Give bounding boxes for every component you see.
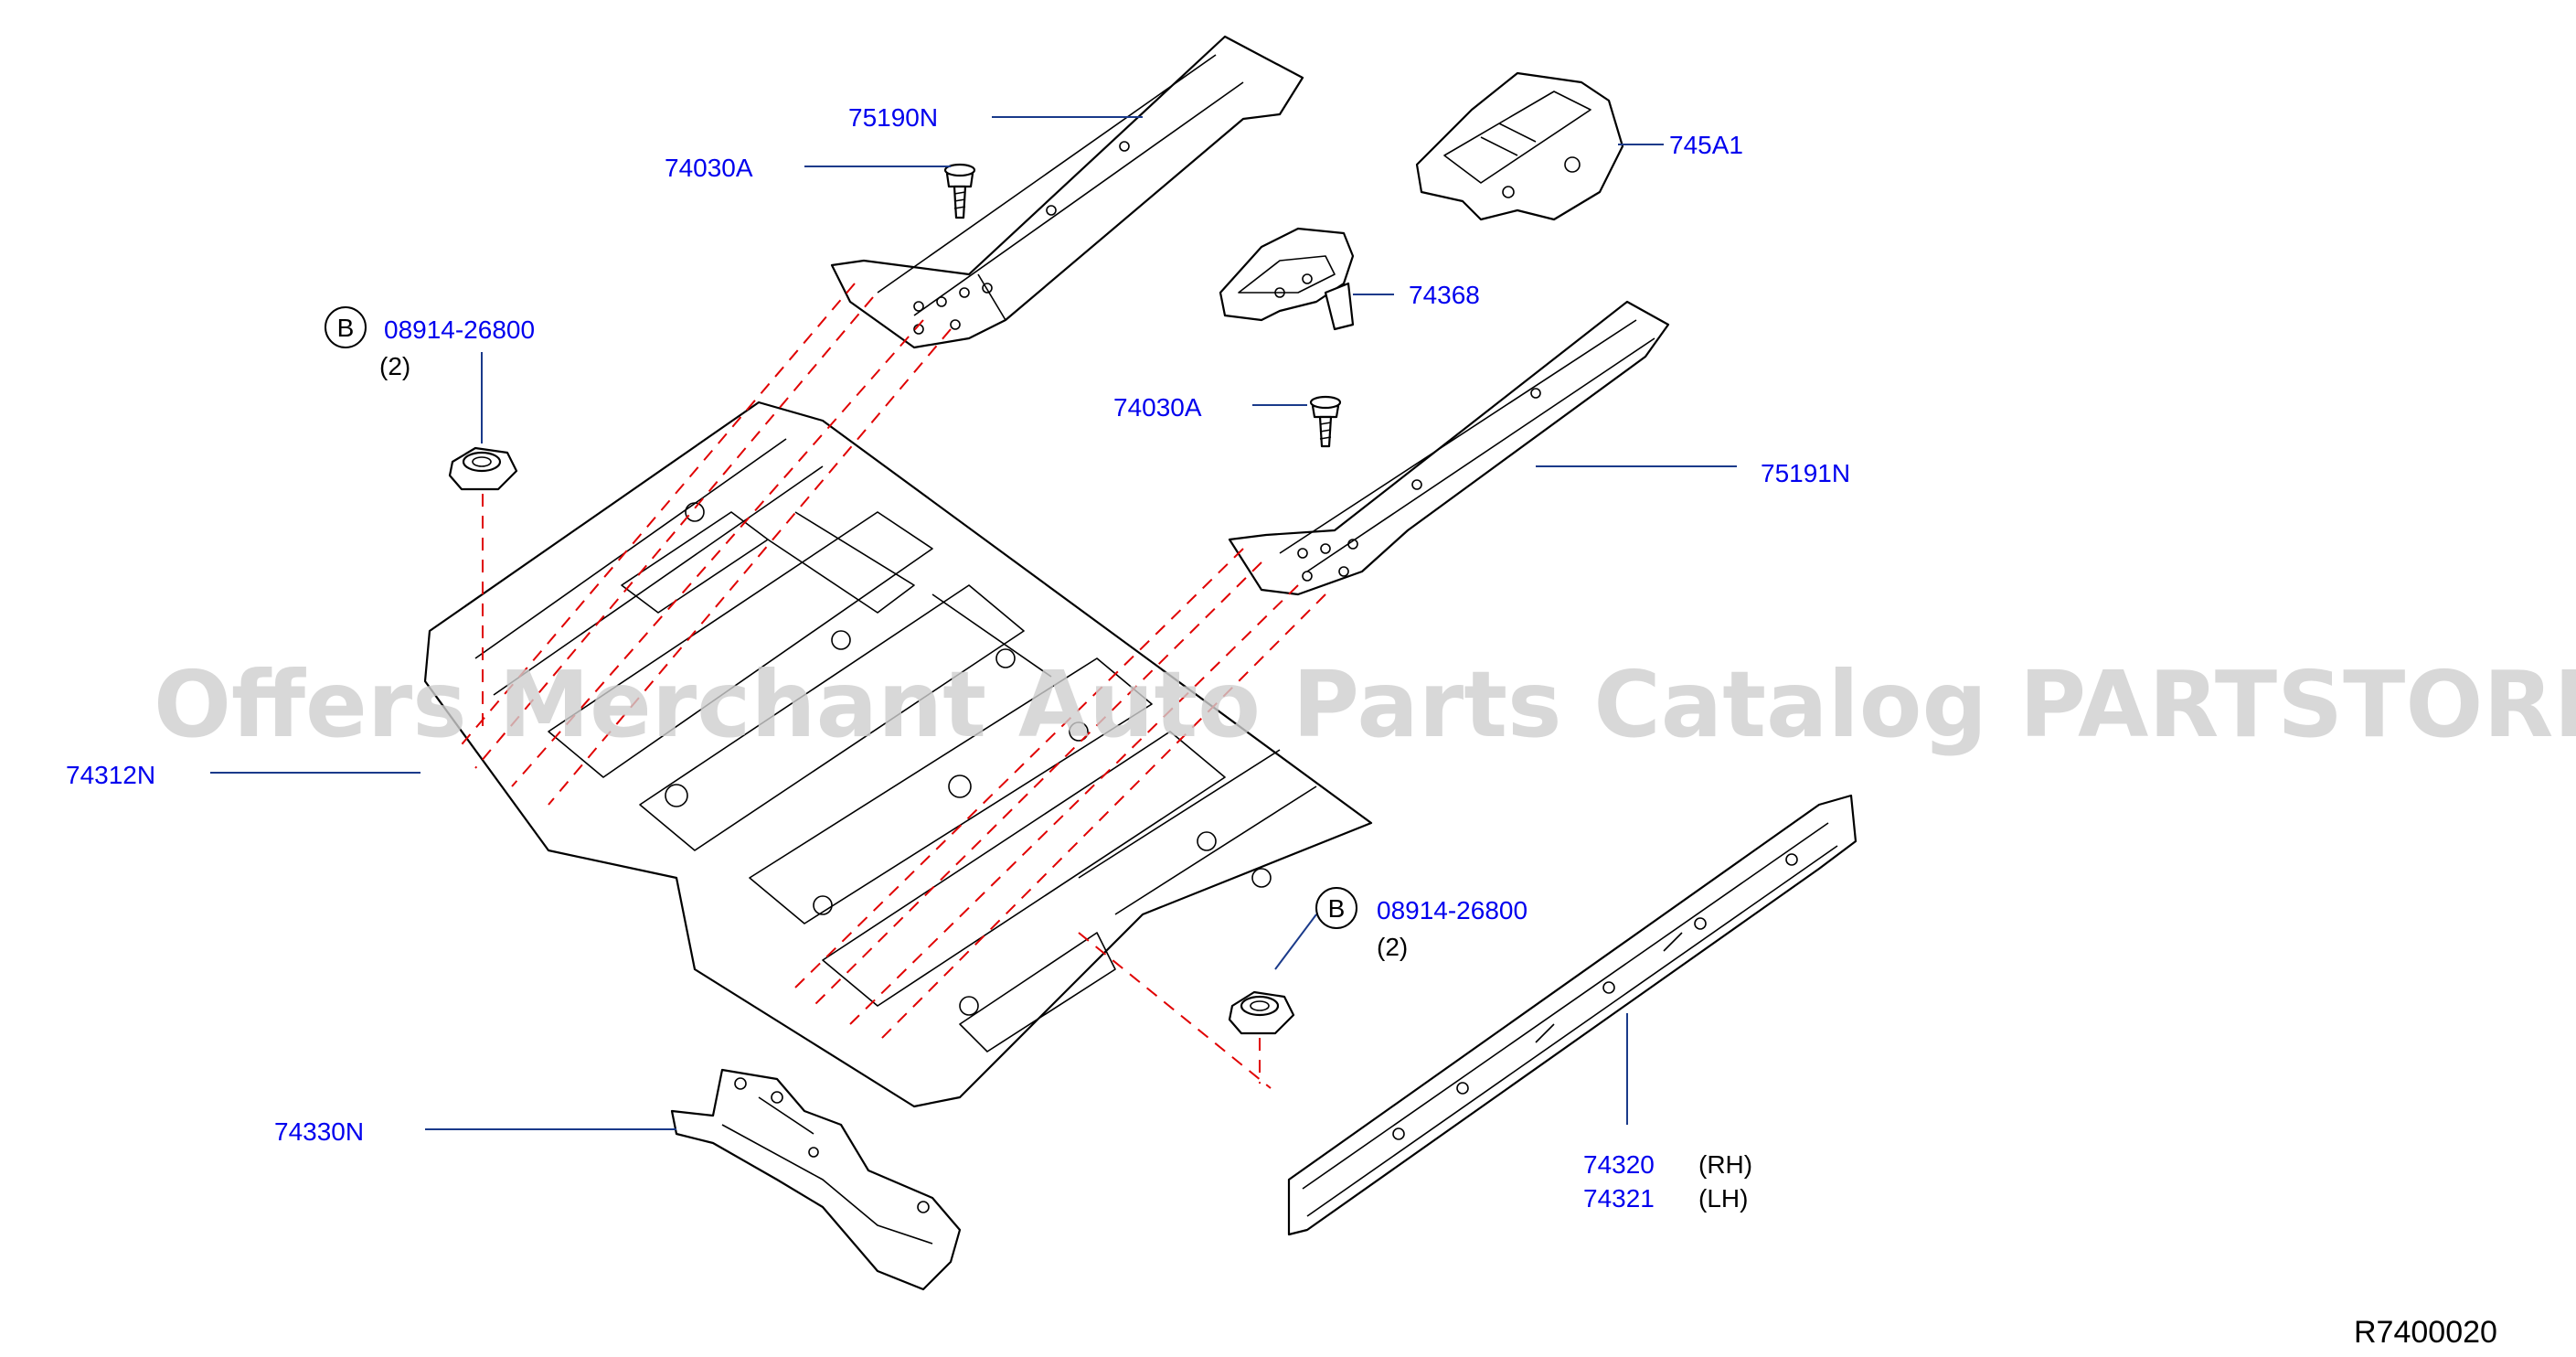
side-sill-74320-74321[interactable]	[1287, 794, 1857, 1236]
watermark: Offers Merchant Auto Parts Catalog PARTS…	[154, 651, 2576, 758]
member-75190N[interactable]	[830, 35, 1304, 349]
reinforcement-74330N[interactable]	[670, 1068, 962, 1291]
callout-74321-side: (LH)	[1698, 1184, 1748, 1213]
member-75191N[interactable]	[1228, 300, 1670, 596]
badge-left-letter: B	[337, 314, 355, 342]
callout-75190N[interactable]: 75190N	[848, 103, 938, 132]
qty-left: (2)	[379, 352, 410, 380]
bracket-74368[interactable]	[1219, 227, 1355, 331]
callout-745A1[interactable]: 745A1	[1669, 131, 1743, 159]
assembly-guide-lines	[456, 283, 1326, 1089]
callout-74321[interactable]: 74321	[1583, 1184, 1655, 1213]
badge-right: B	[1315, 887, 1357, 929]
qty-right: (2)	[1377, 933, 1408, 961]
callout-74312N[interactable]: 74312N	[66, 761, 155, 789]
bracket-745A1[interactable]	[1415, 71, 1624, 221]
bolt-74030A-top[interactable]	[943, 163, 976, 219]
callout-74330N[interactable]: 74330N	[274, 1117, 364, 1146]
callout-75191N[interactable]: 75191N	[1761, 459, 1850, 487]
grommet-left-08914-26800[interactable]	[448, 446, 518, 491]
leader-lines	[210, 116, 1737, 1130]
callout-08914-26800-left[interactable]: 08914-26800	[384, 315, 535, 344]
callout-74320-side: (RH)	[1698, 1150, 1752, 1179]
callout-74030A-top[interactable]: 74030A	[665, 154, 753, 182]
callout-74030A-mid[interactable]: 74030A	[1113, 393, 1202, 422]
badge-left: B	[325, 306, 367, 348]
callout-08914-26800-right[interactable]: 08914-26800	[1377, 896, 1528, 924]
bolt-74030A-mid[interactable]	[1309, 395, 1342, 448]
diagram-reference: R7400020	[2354, 1315, 2497, 1350]
callout-74320[interactable]: 74320	[1583, 1150, 1655, 1179]
grommet-right-08914-26800[interactable]	[1228, 990, 1295, 1035]
callout-74368[interactable]: 74368	[1409, 281, 1480, 309]
badge-right-letter: B	[1328, 894, 1346, 923]
floor-panel-74312N[interactable]	[423, 401, 1373, 1108]
